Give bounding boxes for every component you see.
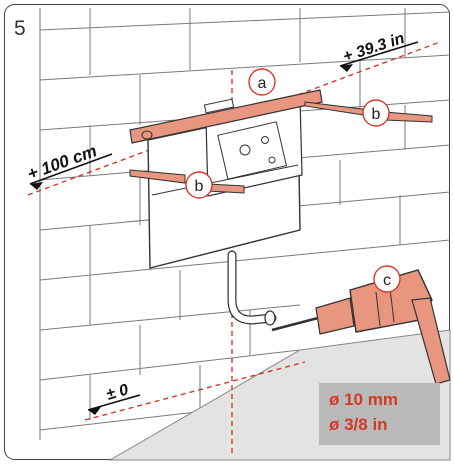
callout-b-lower-label: b: [195, 178, 204, 195]
height-marker-floor: [88, 407, 101, 415]
height-label-floor: ± 0: [104, 381, 130, 403]
valve-detail: [239, 144, 251, 156]
floor-level-line: [84, 361, 306, 421]
spirit-level: [129, 89, 323, 144]
callout-b-upper-label: b: [372, 106, 381, 123]
brick-wall: [39, 8, 451, 440]
screws: [129, 101, 433, 194]
step-number: 5: [14, 17, 26, 40]
callout-b-upper: b: [362, 99, 390, 127]
height-marker-upper: [30, 182, 43, 190]
callout-b-lower: b: [185, 171, 213, 199]
brick-course: [39, 11, 451, 31]
callout-c-label: c: [383, 272, 391, 289]
drill-chuck: [315, 297, 355, 335]
drill-handle: [411, 297, 451, 385]
drill-size-metric: ø 10 mm: [329, 390, 398, 409]
callout-a-label: a: [258, 75, 267, 92]
callout-c: c: [373, 265, 401, 293]
callout-a: a: [248, 68, 276, 96]
height-marker-top: [340, 64, 353, 72]
level-bubble: [141, 130, 153, 140]
drill-spec-panel: ø 10 mm ø 3/8 in: [319, 383, 440, 445]
drill-size-imperial: ø 3/8 in: [329, 415, 388, 434]
power-drill: [271, 269, 451, 385]
flush-mechanism: [217, 121, 288, 180]
